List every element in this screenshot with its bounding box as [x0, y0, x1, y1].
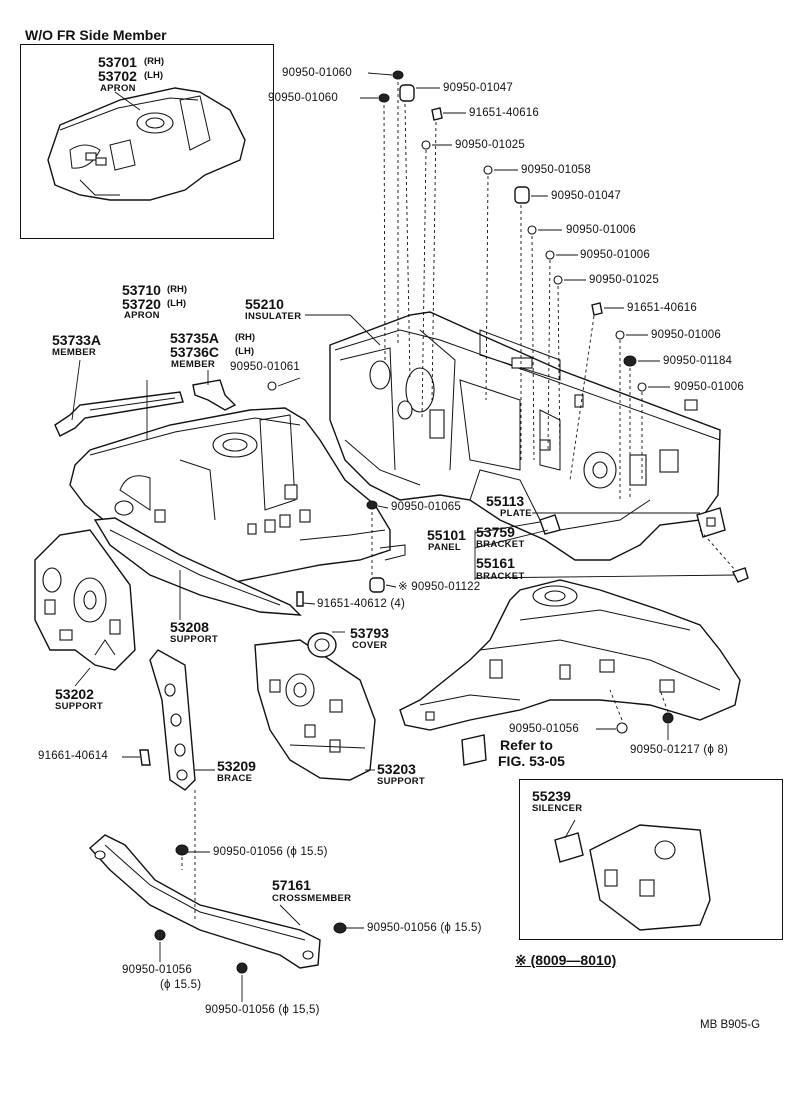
part-53710-suffix: (RH)	[167, 284, 188, 295]
fastener-label-1: 90950-01060	[282, 67, 352, 79]
refer-line-2: FIG. 53-05	[498, 753, 565, 769]
part-53759-number: 53759	[476, 524, 515, 540]
part-53202-name: SUPPORT	[55, 701, 104, 712]
apron-inset-name: APRON	[100, 83, 136, 94]
dash-panel-drawing	[329, 311, 721, 561]
fastener-label-8: 90950-01006	[566, 224, 636, 236]
apron-53701-number: 53701	[98, 54, 137, 70]
part-57161-name: CROSSMEMBER	[272, 893, 352, 904]
fastener-label-18: 91651-40612 (4)	[317, 598, 406, 610]
fastener-label-24a: 90950-01056	[122, 964, 192, 976]
part-53733a-name: MEMBER	[52, 347, 97, 358]
support-53203-drawing	[254, 639, 376, 781]
part-53735a-number: 53735A	[170, 330, 220, 346]
part-55101-number: 55101	[427, 527, 466, 543]
fastener-label-20: 90950-01217 (ϕ 8)	[630, 744, 729, 756]
part-53735a-name: MEMBER	[171, 359, 216, 370]
bracket-53759	[539, 514, 561, 535]
silencer-name: SILENCER	[532, 803, 583, 814]
inset-bottom-frame	[519, 779, 783, 940]
brace-53209-drawing	[149, 649, 196, 791]
footer-code: MB B905-G	[700, 1019, 761, 1031]
part-57161-number: 57161	[272, 877, 311, 893]
part-53720-suffix: (LH)	[167, 298, 186, 309]
fastener-label-7: 90950-01047	[551, 190, 621, 202]
refer-line-1: Refer to	[500, 737, 553, 753]
apron-53702-suffix: (LH)	[144, 70, 163, 81]
fastener-label-22: 90950-01056 (ϕ 15.5)	[213, 846, 328, 858]
part-55161-number: 55161	[476, 555, 515, 571]
support-53208	[93, 517, 302, 616]
part-53793-number: 53793	[350, 625, 389, 641]
part-53710-name: APRON	[124, 310, 160, 321]
fastener-label-24b: (ϕ 15.5)	[160, 979, 202, 991]
part-53202-number: 53202	[55, 686, 94, 702]
fastener-label-2: 90950-01047	[443, 82, 513, 94]
inset-top-title: W/O FR Side Member	[25, 27, 167, 43]
fastener-label-21: 91661-40614	[38, 750, 108, 762]
inset-top-frame	[20, 44, 274, 239]
crossmember-57161-drawing	[88, 834, 321, 969]
part-55101-name: PANEL	[428, 542, 461, 553]
leader-lines	[71, 72, 736, 1002]
part-53209-number: 53209	[217, 758, 256, 774]
assembly-dashed-lines	[181, 82, 736, 920]
part-55113-number: 55113	[486, 493, 525, 509]
fastener-label-11: 91651-40616	[627, 302, 697, 314]
part-55113-name: PLATE	[500, 508, 532, 519]
support-53202-drawing	[34, 529, 136, 671]
fastener-label-5: 90950-01025	[455, 139, 525, 151]
part-53759-name: BRACKET	[476, 539, 525, 550]
refer-block	[461, 734, 487, 766]
inset-bottom-caption: ※ (8009—8010)	[515, 952, 617, 968]
part-53793-name: COVER	[352, 640, 388, 651]
fastener-label-15: 90950-01061	[230, 361, 300, 373]
inset-apron-drawing	[47, 87, 246, 201]
apron-53702-number: 53702	[98, 68, 137, 84]
part-53203-number: 53203	[377, 761, 416, 777]
fastener-label-3: 90950-01060	[268, 92, 338, 104]
part-55210-name: INSULATER	[245, 311, 302, 322]
fastener-label-23: 90950-01056 (ϕ 15.5)	[367, 922, 482, 934]
part-53209-name: BRACE	[217, 773, 253, 784]
front-side-member-drawing	[399, 579, 741, 731]
part-53736c-number: 53736C	[170, 344, 220, 360]
part-53733a-number: 53733A	[52, 332, 102, 348]
fastener-label-14: 90950-01006	[674, 381, 744, 393]
part-53720-number: 53720	[122, 296, 161, 312]
bracket-55161	[732, 567, 749, 583]
fastener-label-19: 90950-01056	[509, 723, 579, 735]
fastener-label-10: 90950-01025	[589, 274, 659, 286]
member-53735a	[192, 379, 237, 411]
part-53735a-suffix: (RH)	[235, 332, 256, 343]
part-53208-name: SUPPORT	[170, 634, 219, 645]
fastener-label-9: 90950-01006	[580, 249, 650, 261]
part-55161-name: BRACKET	[476, 571, 525, 582]
inset-silencer-drawing	[554, 819, 711, 931]
fastener-symbols	[139, 70, 674, 974]
fastener-label-6: 90950-01058	[521, 164, 591, 176]
part-53208-number: 53208	[170, 619, 209, 635]
fastener-label-25: 90950-01056 (ϕ 15,5)	[205, 1004, 320, 1016]
fastener-label-12: 90950-01006	[651, 329, 721, 341]
part-53710-number: 53710	[122, 282, 161, 298]
fastener-label-13: 90950-01184	[663, 355, 733, 367]
part-53203-name: SUPPORT	[377, 776, 426, 787]
fastener-label-4: 91651-40616	[469, 107, 539, 119]
apron-53701-suffix: (RH)	[144, 56, 165, 67]
silencer-number: 55239	[532, 788, 571, 804]
part-55210-number: 55210	[245, 296, 284, 312]
part-53736c-suffix: (LH)	[235, 346, 254, 357]
fastener-label-16: 90950-01065	[391, 501, 461, 513]
fastener-label-17: ※ 90950-01122	[398, 581, 481, 593]
cover-53793-drawing	[307, 632, 337, 658]
